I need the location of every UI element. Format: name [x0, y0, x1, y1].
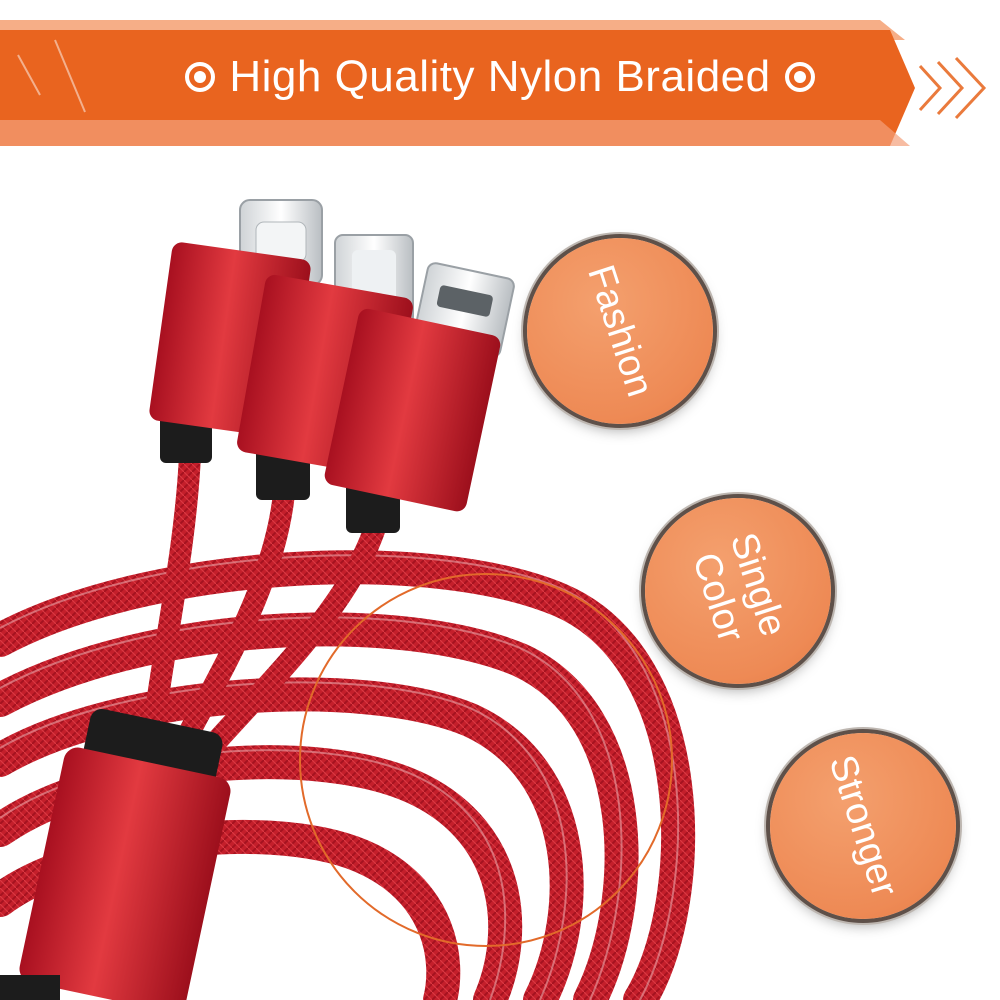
banner-title: High Quality Nylon Braided [229, 52, 771, 101]
feature-label: Stronger [820, 750, 906, 902]
feature-badge-single-color: Single Color [645, 498, 831, 684]
banner-title-row: High Quality Nylon Braided [0, 52, 1000, 102]
circle-target-icon [185, 62, 216, 92]
feature-label: Fashion [579, 260, 661, 402]
circle-target-icon [784, 62, 815, 92]
feature-badge-stronger: Stronger [770, 733, 956, 919]
cable-product-image [0, 199, 696, 1000]
feature-label: Single Color [684, 527, 795, 648]
feature-badge-fashion: Fashion [527, 238, 713, 424]
chevron-arrows-icon [918, 56, 987, 120]
header-banner [0, 20, 987, 146]
